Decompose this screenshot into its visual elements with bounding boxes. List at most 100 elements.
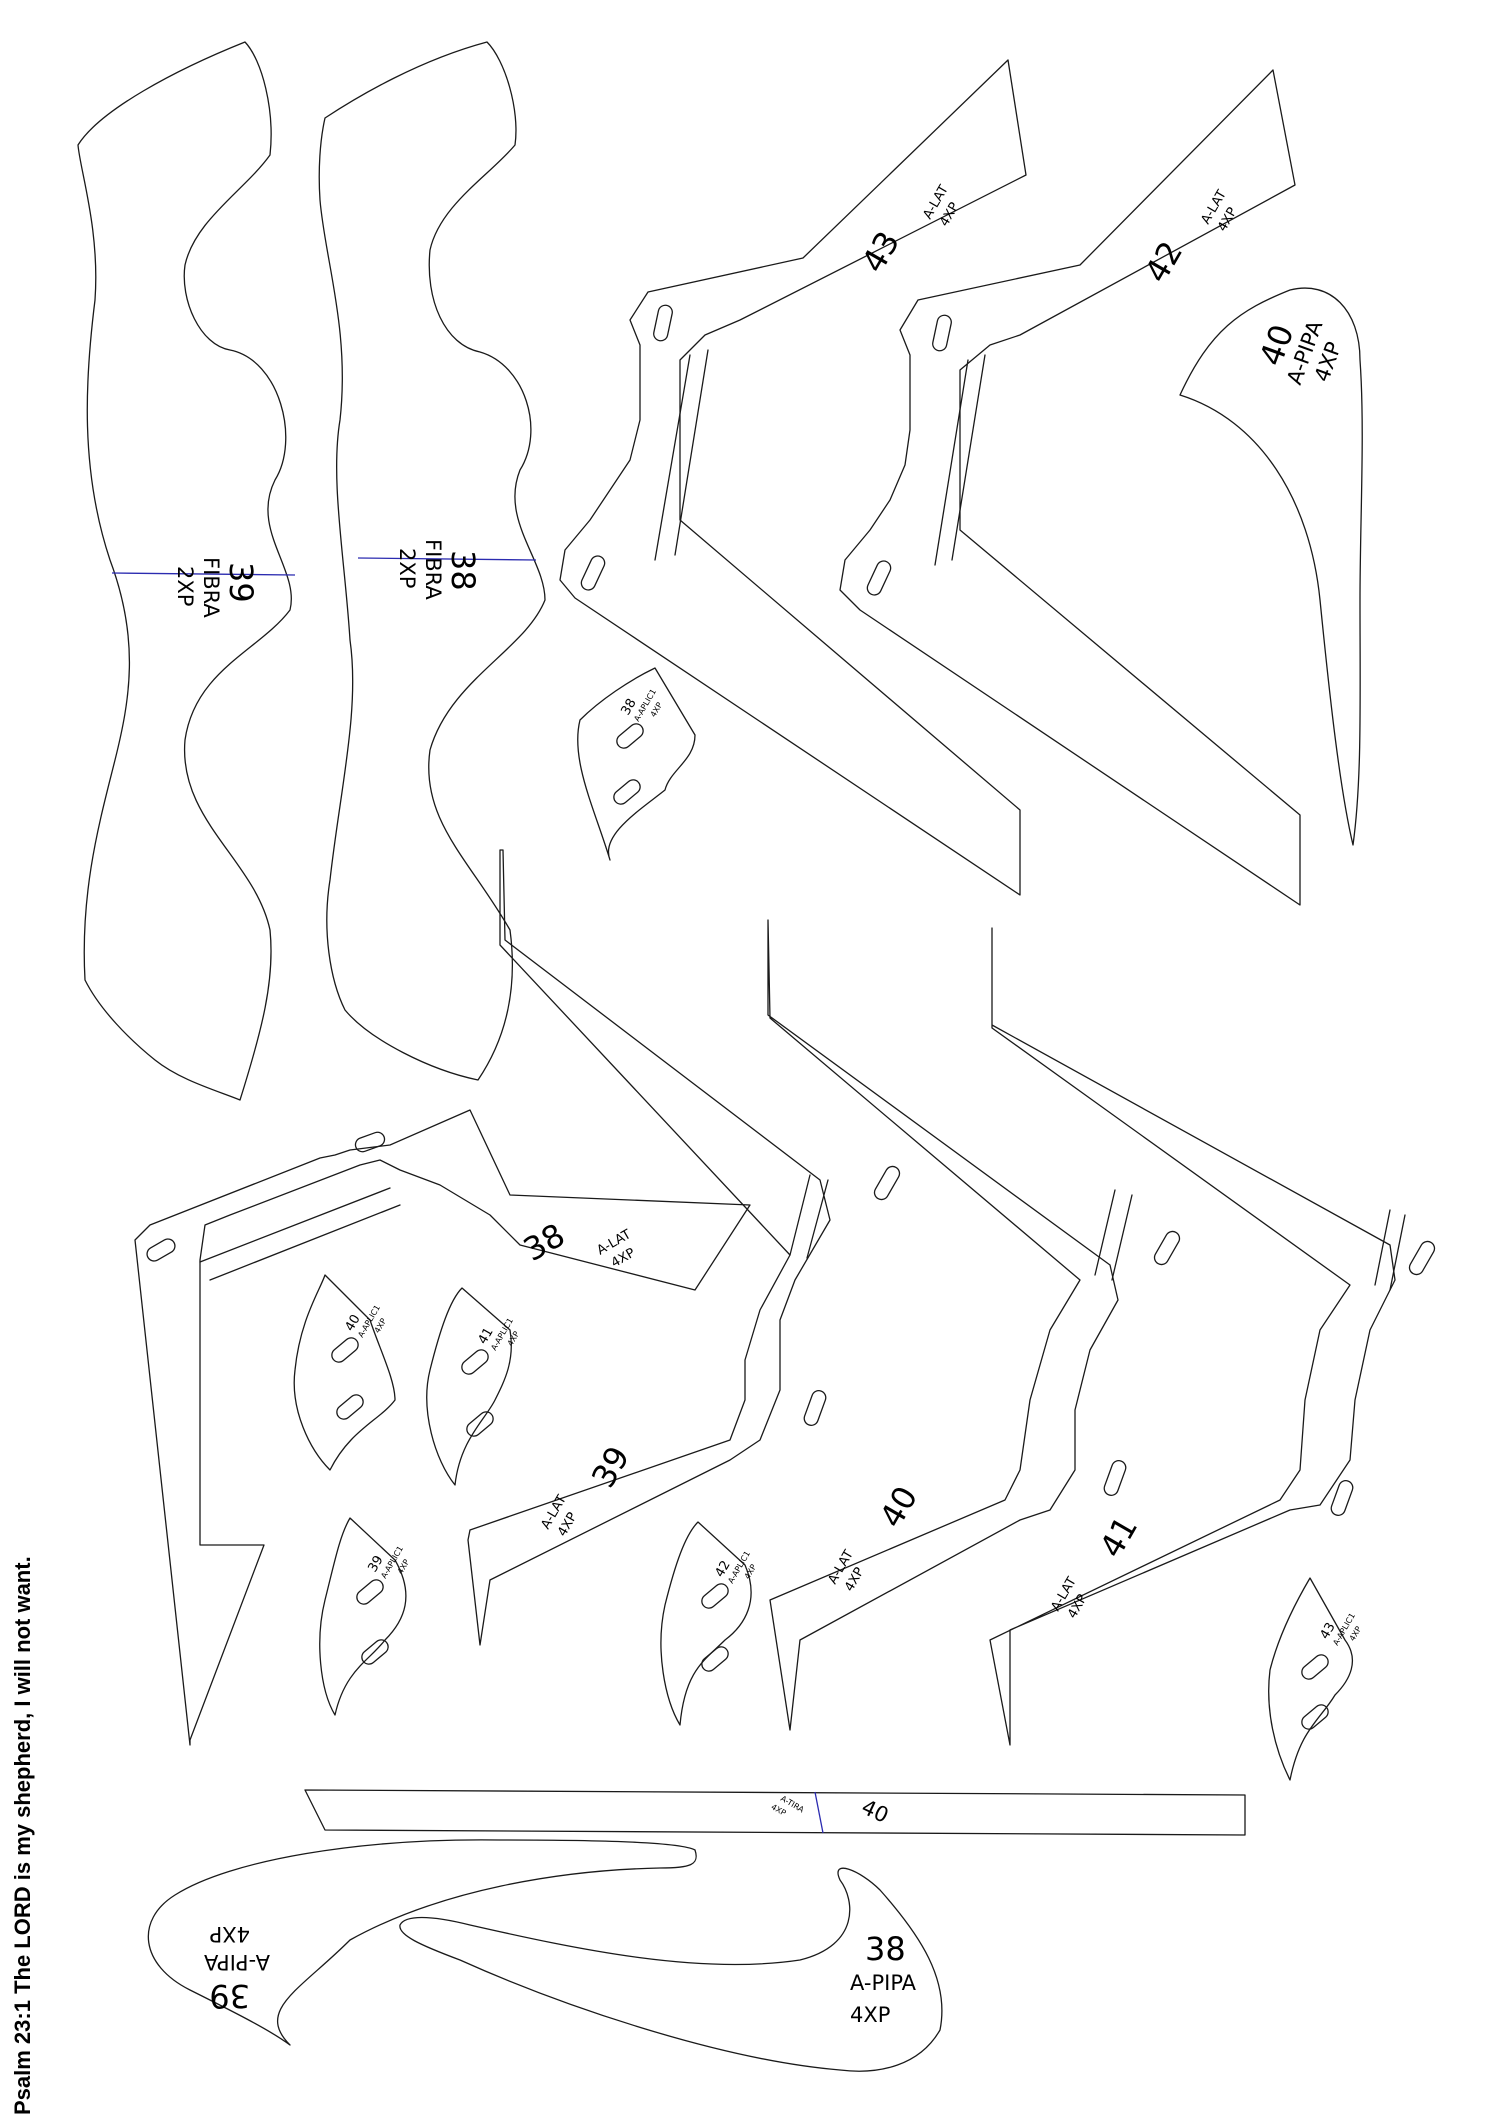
piece-a-lat-40: 40 A-LAT 4XP [767,919,1181,1731]
piece-a-pipa-39: 39 A-PIPA 4XP [147,1839,697,2046]
a-lat-40-hole-bottom [1103,1460,1127,1496]
piece-a-tira-40: 40 A-TIRA 4XP [304,1789,1246,1836]
a-lat-41-number: 41 [1092,1510,1145,1564]
a-lat-40-outline [767,919,1119,1731]
a-aplic-40-outline [293,1274,396,1471]
a-tira-40-number: 40 [858,1795,892,1828]
a-lat-43-slot-line [654,354,691,561]
a-aplic-43-outline [1268,1577,1354,1781]
a-lat-38-slot-line [199,1187,391,1263]
a-lat-38-outline [134,1109,751,1746]
a-lat-42-slot-line [934,359,969,566]
piece-a-aplic-39: 39 A-APLIC1 4XP [319,1517,411,1716]
a-pipa-38-name: A-PIPA [850,1971,917,1995]
a-lat-39-slot-line2 [806,1179,829,1259]
motto-text: Psalm 23:1 The LORD is my shepherd, I wi… [10,1556,35,2115]
a-lat-41-slot-line2 [1389,1214,1406,1291]
a-lat-38-hole-left [146,1238,176,1262]
piece-a-lat-41: 41 A-LAT 4XP [989,927,1436,1746]
fibra-38-name: FIBRA [421,539,445,600]
a-lat-43-hole-top [653,304,673,342]
piece-a-pipa-38: 38 A-PIPA 4XP [399,1867,943,2072]
a-lat-43-number: 43 [854,225,907,279]
a-lat-42-slot-line2 [951,354,986,561]
a-aplic-41-outline [426,1287,512,1486]
a-tira-40-outline [304,1789,1246,1836]
piece-a-aplic-43: 43 A-APLIC1 4XP [1268,1577,1363,1781]
a-aplic-43-number: 43 [1317,1620,1338,1642]
fibra-39-outline [77,41,292,1101]
a-lat-40-number: 40 [872,1480,925,1534]
fibra-39-number: 39 [222,562,260,603]
a-aplic-39-hole-2 [361,1639,389,1665]
a-aplic-41-number: 41 [475,1325,496,1347]
a-lat-39-hole-bottom [803,1390,827,1426]
piece-a-aplic-40: 40 A-APLIC1 4XP [293,1274,396,1471]
a-aplic-42-number: 42 [712,1558,733,1580]
piece-a-aplic-38: 38 A-APLIC1 4XP [577,667,696,861]
fibra-39-name: FIBRA [199,557,223,618]
a-lat-41-hole-bottom [1330,1480,1354,1516]
a-pipa-39-outline [147,1839,697,2046]
a-aplic-42-hole-1 [701,1583,729,1609]
a-lat-38-slot-line2 [209,1204,401,1281]
a-aplic-41-hole-2 [466,1411,494,1437]
a-pipa-38-qty: 4XP [850,2003,890,2027]
a-aplic-39-number: 39 [365,1553,386,1575]
a-lat-43-slot-line2 [674,349,709,556]
a-aplic-39-hole-1 [356,1579,384,1605]
a-aplic-43-hole-2 [1301,1704,1329,1730]
a-aplic-40-hole-2 [336,1394,364,1420]
a-lat-39-outline [467,849,831,1646]
piece-a-lat-43: 43 A-LAT 4XP [559,59,1027,896]
a-lat-43-hole-bottom [580,555,606,591]
a-lat-40-slot-line2 [1111,1194,1133,1281]
a-lat-39-number: 39 [584,1440,637,1494]
a-aplic-41-hole-1 [461,1349,489,1375]
a-lat-42-hole-top [932,314,952,352]
piece-a-lat-42: 42 A-LAT 4XP [839,69,1301,906]
a-pipa-40-outline [1179,287,1363,846]
a-pipa-39-name: A-PIPA [203,1950,270,1974]
a-aplic-38-number: 38 [618,696,639,718]
piece-fibra-38: 38 FIBRA 2XP [318,41,546,1081]
a-lat-38-hole-top [354,1131,386,1153]
a-pipa-39-qty: 4XP [210,1922,250,1946]
a-aplic-43-hole-1 [1301,1654,1329,1680]
a-aplic-42-outline [660,1521,752,1726]
a-pipa-39-number: 39 [209,1977,250,2015]
a-aplic-40-number: 40 [342,1312,363,1334]
a-aplic-38-hole-2 [613,779,641,805]
piece-a-aplic-41: 41 A-APLIC1 4XP [426,1287,521,1486]
a-aplic-39-outline [319,1517,407,1716]
a-aplic-38-hole-1 [616,723,644,749]
fibra-39-qty: 2XP [173,566,197,606]
a-lat-43-outline [559,59,1027,896]
a-pipa-38-outline [399,1867,943,2072]
a-lat-39-slot-line [789,1174,811,1256]
a-lat-41-hole-top [1408,1240,1436,1276]
fibra-38-centerline [357,557,537,561]
fibra-38-qty: 2XP [395,548,419,588]
fibra-39-centerline [111,572,296,576]
fibra-38-outline [318,41,546,1081]
a-aplic-38-outline [577,667,696,861]
a-lat-42-number: 42 [1137,235,1190,289]
a-tira-40-centerline [814,1791,824,1834]
a-lat-40-slot-line [1094,1189,1116,1276]
piece-a-lat-38: 38 A-LAT 4XP [134,1109,751,1746]
fibra-38-number: 38 [444,550,482,591]
piece-fibra-39: 39 FIBRA 2XP [77,41,296,1101]
a-pipa-38-number: 38 [865,1930,906,1968]
a-aplic-40-hole-1 [331,1337,359,1363]
piece-a-aplic-42: 42 A-APLIC1 4XP [660,1521,758,1726]
a-lat-39-hole-top [873,1165,901,1201]
a-lat-42-outline [839,69,1301,906]
a-lat-41-outline [989,927,1396,1746]
a-lat-38-number: 38 [517,1216,571,1269]
a-lat-42-hole-bottom [866,560,892,596]
a-aplic-42-hole-2 [701,1646,729,1672]
a-lat-40-hole-top [1153,1230,1181,1266]
a-lat-41-slot-line [1374,1209,1391,1286]
